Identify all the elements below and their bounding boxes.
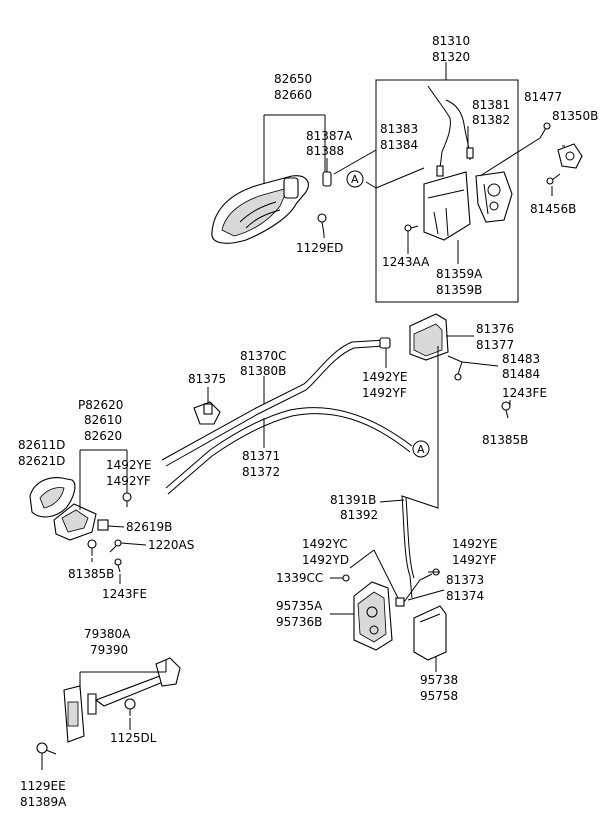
label-81375: 81375 [188,372,226,386]
label-1492YE-c: 1492YE [452,537,497,551]
leader-lines-left [79,449,147,584]
outside-handle-group [211,171,332,244]
label-81384: 81384 [380,138,418,152]
label-1492YC: 1492YC [302,537,348,551]
label-1339CC: 1339CC [276,571,323,585]
label-81359B: 81359B [436,283,482,297]
label-1492YF-a: 1492YF [362,386,407,400]
label-82621D: 82621D [18,454,65,468]
label-1492YE-a: 1492YE [362,370,407,384]
label-81372: 81372 [242,465,280,479]
leader-lines-bottom-right [330,549,445,672]
label-81370C: 81370C [240,349,287,363]
label-P82620: P82620 [78,398,123,412]
label-1220AS: 1220AS [148,538,194,552]
label-81385B-b: 81385B [68,567,114,581]
label-81381: 81381 [472,98,510,112]
label-81385B-a: 81385B [482,433,528,447]
label-81388: 81388 [306,144,344,158]
label-82619B: 82619B [126,520,172,534]
label-81477: 81477 [524,90,562,104]
label-95735A: 95735A [276,599,323,613]
label-81377: 81377 [476,338,514,352]
inside-handle-group [29,477,132,573]
label-81320: 81320 [432,50,470,64]
label-81310: 81310 [432,34,470,48]
label-1492YD: 1492YD [302,553,349,567]
label-81374: 81374 [446,589,484,603]
callout-circle-a-top [346,170,364,188]
label-81373: 81373 [446,573,484,587]
striker-small-parts [539,122,583,185]
label-81380B: 81380B [240,364,286,378]
latch-assembly-box [375,79,519,303]
callout-circle-a-middle [412,440,430,458]
label-95738: 95738 [420,673,458,687]
label-81350B: 81350B [552,109,598,123]
label-95736B: 95736B [276,615,322,629]
label-79380A: 79380A [84,627,131,641]
label-81392: 81392 [340,508,378,522]
label-1243FE-b: 1243FE [102,587,147,601]
label-1129ED: 1129ED [296,241,343,255]
label-81391B: 81391B [330,493,376,507]
leader-lines-bottom-left [41,660,167,770]
label-82650: 82650 [274,72,312,86]
callout-a-middle: A [417,443,425,456]
label-82611D: 82611D [18,438,65,452]
label-1129EE: 1129EE [20,779,66,793]
callout-a-top: A [351,173,359,186]
label-1492YF-c: 1492YF [452,553,497,567]
latch-assembly-parts [404,85,513,241]
leader-lines-middle [207,335,511,503]
label-1243FE-a: 1243FE [502,386,547,400]
label-82610: 82610 [84,413,122,427]
door-checker-group [36,657,181,755]
label-81383: 81383 [380,122,418,136]
label-1243AA: 1243AA [382,255,430,269]
label-1125DL: 1125DL [110,731,157,745]
label-81359A: 81359A [436,267,483,281]
leader-lines-top [263,62,565,264]
label-81376: 81376 [476,322,514,336]
label-1492YE-b: 1492YE [106,458,151,472]
label-79390: 79390 [90,643,128,657]
label-81382: 81382 [472,113,510,127]
label-95758: 95758 [420,689,458,703]
label-81371: 81371 [242,449,280,463]
label-82660: 82660 [274,88,312,102]
door-lock-group [342,568,447,661]
label-81456B: 81456B [530,202,576,216]
label-81483: 81483 [502,352,540,366]
cable-group [161,313,511,599]
label-1492YF-b: 1492YF [106,474,151,488]
label-81387A: 81387A [306,129,353,143]
label-82620: 82620 [84,429,122,443]
label-81484: 81484 [502,367,540,381]
label-81389A: 81389A [20,795,67,809]
